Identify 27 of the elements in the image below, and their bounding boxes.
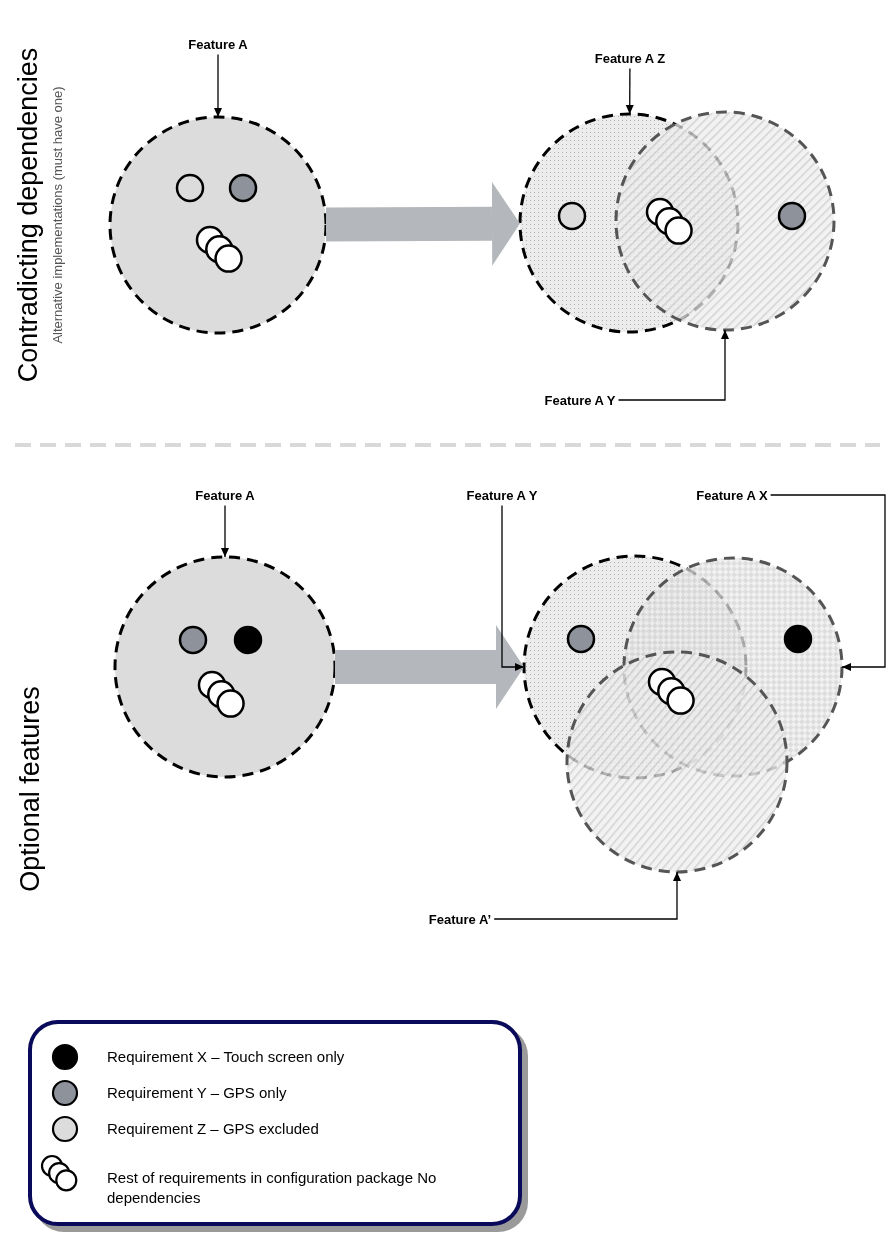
- feature-circle: [613, 109, 837, 333]
- section-title: Optional features: [14, 686, 46, 892]
- feature-label: Feature A: [188, 36, 248, 52]
- block-arrow: [335, 625, 524, 709]
- legend-text: Requirement Y – GPS only: [107, 1083, 288, 1103]
- feature-label: Feature A: [195, 487, 255, 503]
- block-arrow: [325, 181, 520, 266]
- leader-line: [769, 494, 886, 671]
- leader-line: [221, 504, 229, 558]
- feature-circle: [112, 554, 338, 780]
- feature-circle: [107, 114, 329, 336]
- legend-text: Requirement X – Touch screen only: [107, 1047, 346, 1067]
- section-title: Contradicting dependencies: [12, 47, 44, 383]
- subtitle-text: Alternative implementations (must have one): [49, 86, 65, 344]
- feature-label: Feature A’: [428, 911, 492, 927]
- feature-label: Feature A X: [696, 487, 768, 503]
- feature-label: Feature A Y: [544, 392, 616, 408]
- leader-line: [617, 329, 729, 401]
- feature-label: Feature A Z: [594, 50, 666, 66]
- feature-label: Feature A Y: [466, 487, 538, 503]
- legend-text: Requirement Z – GPS excluded: [107, 1119, 320, 1139]
- legend-text: Rest of requirements in configuration package No dependencies: [107, 1168, 437, 1208]
- leader-line: [625, 67, 634, 115]
- leader-line: [493, 871, 681, 920]
- leader-line: [501, 504, 525, 671]
- feature-circle: [564, 649, 790, 875]
- leader-line: [214, 53, 222, 118]
